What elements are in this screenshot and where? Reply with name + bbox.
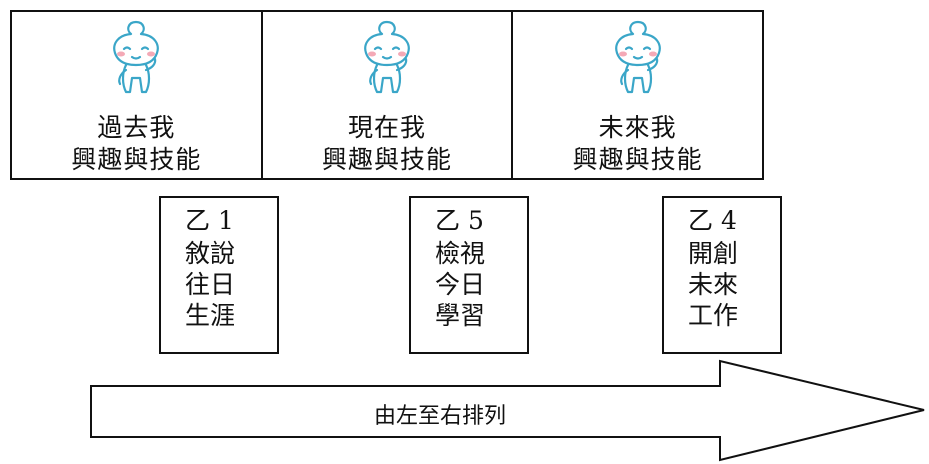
stage-title: 過去我 [97, 113, 176, 142]
card-line: 敘說 [185, 239, 236, 268]
card-line: 開創 [688, 239, 739, 268]
card-past: 乙 1 敘說 往日 生涯 [159, 196, 279, 354]
card-code: 乙 5 [435, 206, 484, 235]
card-line: 往日 [185, 270, 236, 299]
mascot-icon [364, 20, 410, 94]
arrow-label: 由左至右排列 [373, 404, 506, 429]
mascot-icon [113, 20, 160, 94]
stage-past: 過去我 興趣與技能 [12, 12, 263, 178]
stage-subtitle: 興趣與技能 [572, 145, 703, 174]
card-line: 今日 [435, 270, 486, 299]
card-line: 生涯 [185, 301, 236, 330]
stage-subtitle: 興趣與技能 [322, 145, 453, 174]
card-present: 乙 5 檢視 今日 學習 [409, 196, 529, 354]
stage-subtitle: 興趣與技能 [71, 145, 202, 174]
mascot-icon [614, 20, 661, 94]
card-future: 乙 4 開創 未來 工作 [662, 196, 782, 354]
stage-title: 未來我 [598, 113, 677, 142]
stage-title: 現在我 [348, 113, 427, 142]
card-line: 工作 [688, 301, 739, 330]
stage-future: 未來我 興趣與技能 [513, 12, 762, 178]
stages-table: 過去我 興趣與技能 現在我 興趣與技能 [10, 10, 764, 180]
card-line: 檢視 [435, 239, 486, 268]
stage-present: 現在我 興趣與技能 [263, 12, 514, 178]
card-line: 學習 [435, 301, 486, 330]
card-line: 未來 [688, 270, 739, 299]
card-code: 乙 1 [185, 206, 234, 235]
card-code: 乙 4 [688, 206, 737, 235]
